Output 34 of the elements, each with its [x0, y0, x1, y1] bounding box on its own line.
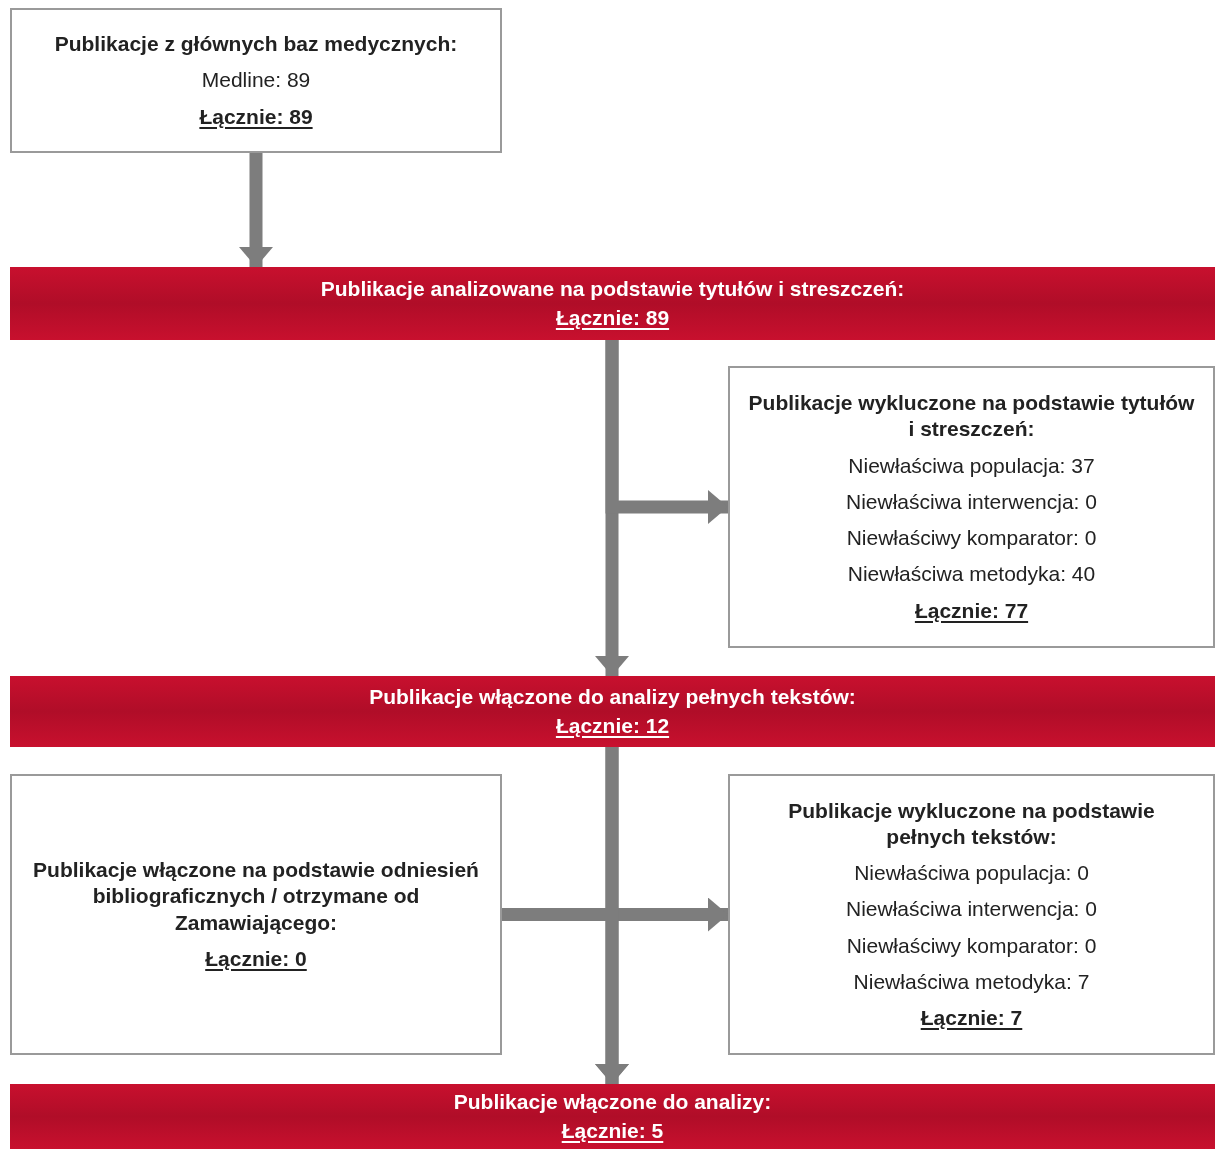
count-text: Niewłaściwa metodyka: 40 — [847, 561, 1096, 588]
count-text: Niewłaściwy komparator: 0 — [846, 932, 1097, 959]
arrow — [605, 747, 728, 932]
process-box — [10, 774, 502, 1055]
total-count: Łącznie: 89 — [199, 103, 313, 130]
total-count: Łącznie: 77 — [914, 597, 1029, 624]
process-box — [10, 8, 502, 153]
count-text: Medline: 89 — [201, 67, 311, 94]
count-text: Niewłaściwa metodyka: 7 — [853, 968, 1090, 995]
count-text: Niewłaściwa interwencja: 0 — [846, 488, 1097, 515]
total-count: Łącznie: 12 — [555, 712, 670, 739]
count-text: Niewłaściwa populacja: 37 — [848, 452, 1095, 479]
stage-band — [10, 267, 1215, 340]
arrow — [239, 153, 273, 267]
box-heading: Publikacje wykluczone na podstawie pełnych tekstów: — [787, 797, 1156, 850]
count-text: Niewłaściwa populacja: 0 — [854, 860, 1089, 887]
box-heading: Publikacje wykluczone na podstawie tytułów i streszczeń: — [747, 390, 1196, 443]
box-heading: Publikacje włączone na podstawie odniesień bibliograficznych / otrzymane od Zamawiającego: — [32, 857, 480, 936]
box-heading: Publikacje z głównych baz medycznych: — [54, 31, 458, 58]
total-count: Łącznie: 89 — [555, 304, 670, 331]
box-heading: Publikacje włączone do analizy: — [453, 1089, 772, 1116]
box-heading: Publikacje analizowane na podstawie tytułów i streszczeń: — [320, 276, 905, 303]
box-heading: Publikacje włączone do analizy pełnych tekstów: — [369, 684, 856, 711]
total-count: Łącznie: 7 — [920, 1005, 1023, 1032]
arrow — [605, 340, 728, 524]
total-count: Łącznie: 5 — [561, 1117, 664, 1144]
process-box — [728, 366, 1215, 648]
count-text: Niewłaściwa interwencja: 0 — [846, 896, 1097, 923]
stage-band — [10, 676, 1215, 747]
arrow — [502, 908, 629, 1084]
count-text: Niewłaściwy komparator: 0 — [846, 525, 1097, 552]
process-box — [728, 774, 1215, 1055]
total-count: Łącznie: 0 — [205, 945, 307, 972]
stage-band — [10, 1084, 1215, 1149]
